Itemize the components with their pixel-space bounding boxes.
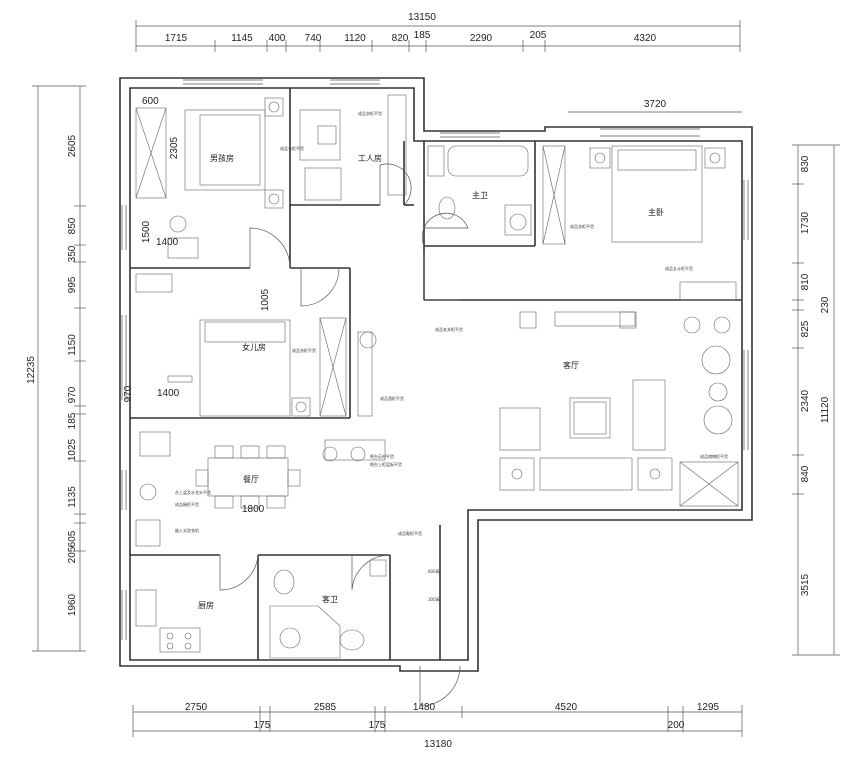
note-bar-shelf: 吧台上柜层板平货 <box>370 461 402 467</box>
dim-bottom-seg: 2750 <box>185 702 208 713</box>
dim-left-total: 12235 <box>26 356 37 384</box>
living-room: 客厅 成品玄关柜平货 成品酒柜平货 成品储物柜平货 <box>357 311 739 507</box>
dim-top-seg: 1120 <box>344 33 366 44</box>
note-girls-wardrobe: 成品衣柜平货 <box>292 347 316 353</box>
dim-right-seg: 840 <box>800 465 811 482</box>
dim-right-seg: 830 <box>800 155 811 172</box>
dim-top-seg: 205 <box>530 30 547 41</box>
dim-girls-desk: 1400 <box>157 388 180 399</box>
girls-room: 1005 970 1400 女儿房 成品衣柜平货 <box>123 273 347 417</box>
dim-top-seg: 1145 <box>231 33 253 44</box>
dim-bottom-seg: 200 <box>668 720 685 731</box>
dim-left-seg: 350 <box>67 245 78 262</box>
dim-left-seg: 205 <box>67 546 78 563</box>
note-300-high: 300高 <box>428 596 440 602</box>
dim-left-seg: 185 <box>67 412 78 429</box>
dim-top-seg: 4320 <box>634 33 657 44</box>
note-boys-wardrobe: 成品衣柜平货 <box>280 145 304 151</box>
dim-boys-wardrobe: 600 <box>142 96 159 107</box>
room-label-girls: 女儿房 <box>242 342 266 352</box>
dim-master-width: 3720 <box>644 99 667 110</box>
interior-walls <box>130 88 742 660</box>
dim-top-seg: 740 <box>305 33 322 44</box>
dining-room: 1800 餐厅 吧台石材平货 吧台上柜层板平货 台上盆及水龙头平货 成品橱柜平货… <box>135 431 402 547</box>
top-dimension-lines: 13150 1715 1145 400 740 1120 820 185 229… <box>135 12 742 113</box>
right-dimension-lines: 830 1730 810 230 825 2340 840 3515 11120 <box>792 144 840 656</box>
dim-top-total: 13150 <box>408 12 436 23</box>
dim-boys-desk-w: 1400 <box>156 237 179 248</box>
dim-top-seg: 820 <box>392 33 409 44</box>
dim-dining-table: 1800 <box>242 504 265 515</box>
note-kitchen-cabinet: 成品橱柜平货 <box>175 501 199 507</box>
note-master-wardrobe: 成品衣柜平货 <box>570 223 594 229</box>
dim-top-seg: 2290 <box>470 33 493 44</box>
dim-bottom-seg: 2585 <box>314 702 337 713</box>
dim-top-seg: 1715 <box>165 33 188 44</box>
boys-room: 600 2305 1500 1400 男孩房 成品衣柜平货 <box>135 96 304 259</box>
dim-bottom-total: 13180 <box>424 739 452 750</box>
room-label-master-bed: 主卧 <box>648 207 664 217</box>
dim-right-seg: 1730 <box>800 211 811 234</box>
dim-bottom-seg: 175 <box>369 720 386 731</box>
dim-girls-window: 970 <box>123 385 134 402</box>
room-label-worker: 工人房 <box>358 153 382 163</box>
dim-bottom-seg: 4520 <box>555 702 578 713</box>
note-bar-stone: 吧台石材平货 <box>370 453 394 459</box>
dim-right-seg: 230 <box>820 296 831 313</box>
bottom-dimension-lines: 2750 2585 1480 4520 1295 175 175 200 131… <box>132 702 743 750</box>
dim-boys-desk: 1500 <box>141 220 152 243</box>
dim-left-seg: 1025 <box>67 438 78 461</box>
room-label-guest-bath: 客卫 <box>322 594 338 604</box>
left-dimension-lines: 12235 2605 850 350 995 1150 970 185 1025… <box>26 85 86 652</box>
note-worker-wardrobe: 成品衣柜平货 <box>358 110 382 116</box>
dim-right-total: 11120 <box>820 396 831 423</box>
dim-bottom-seg: 175 <box>254 720 271 731</box>
dim-left-seg: 970 <box>67 386 78 403</box>
room-label-master-bath: 主卫 <box>472 190 488 200</box>
note-shoe-cabinet: 成品鞋柜平货 <box>398 530 422 536</box>
room-label-living: 客厅 <box>563 360 579 370</box>
note-storage-cabinet: 成品储物柜平货 <box>700 453 728 459</box>
kitchen: 厨房 <box>135 589 214 653</box>
room-label-dining: 餐厅 <box>243 475 259 484</box>
dim-bottom-seg: 1295 <box>697 702 720 713</box>
exterior-walls <box>119 77 753 672</box>
guest-bath: 客卫 成品鞋柜平货 600高 300高 <box>269 530 440 659</box>
note-washer: 嵌入式洗衣机 <box>175 527 199 533</box>
worker-room: 工人房 成品衣柜平货 <box>299 94 407 201</box>
dim-boys-height: 2305 <box>169 136 180 159</box>
dim-left-seg: 850 <box>67 217 78 234</box>
note-600-high: 600高 <box>428 568 440 574</box>
dim-girls-height: 1005 <box>260 288 271 311</box>
master-bath: 主卫 <box>427 145 532 236</box>
dim-right-seg: 810 <box>800 273 811 290</box>
note-entry-cabinet: 成品玄关柜平货 <box>435 326 463 332</box>
dim-bottom-seg: 1480 <box>413 702 436 713</box>
note-master-dresser: 成品五斗柜平货 <box>665 265 693 271</box>
dim-right-seg: 3515 <box>800 573 811 596</box>
master-bedroom: 主卧 成品衣柜平货 成品五斗柜平货 <box>542 145 737 301</box>
dim-right-seg: 2340 <box>800 389 811 412</box>
doors <box>219 163 469 707</box>
dim-top-seg: 400 <box>269 33 286 44</box>
dim-top-seg: 185 <box>414 30 431 41</box>
dim-left-seg: 605 <box>67 530 78 547</box>
dim-left-seg: 2605 <box>67 134 78 157</box>
note-wine-cabinet: 成品酒柜平货 <box>380 395 404 401</box>
room-label-kitchen: 厨房 <box>198 600 214 610</box>
dim-right-seg: 825 <box>800 320 811 337</box>
dim-left-seg: 1960 <box>67 593 78 616</box>
dim-left-seg: 995 <box>67 276 78 293</box>
dim-left-seg: 1150 <box>67 334 78 356</box>
room-label-boys: 男孩房 <box>210 153 234 163</box>
dim-left-seg: 1135 <box>67 486 78 508</box>
note-sink: 台上盆及水龙头平货 <box>175 489 211 495</box>
